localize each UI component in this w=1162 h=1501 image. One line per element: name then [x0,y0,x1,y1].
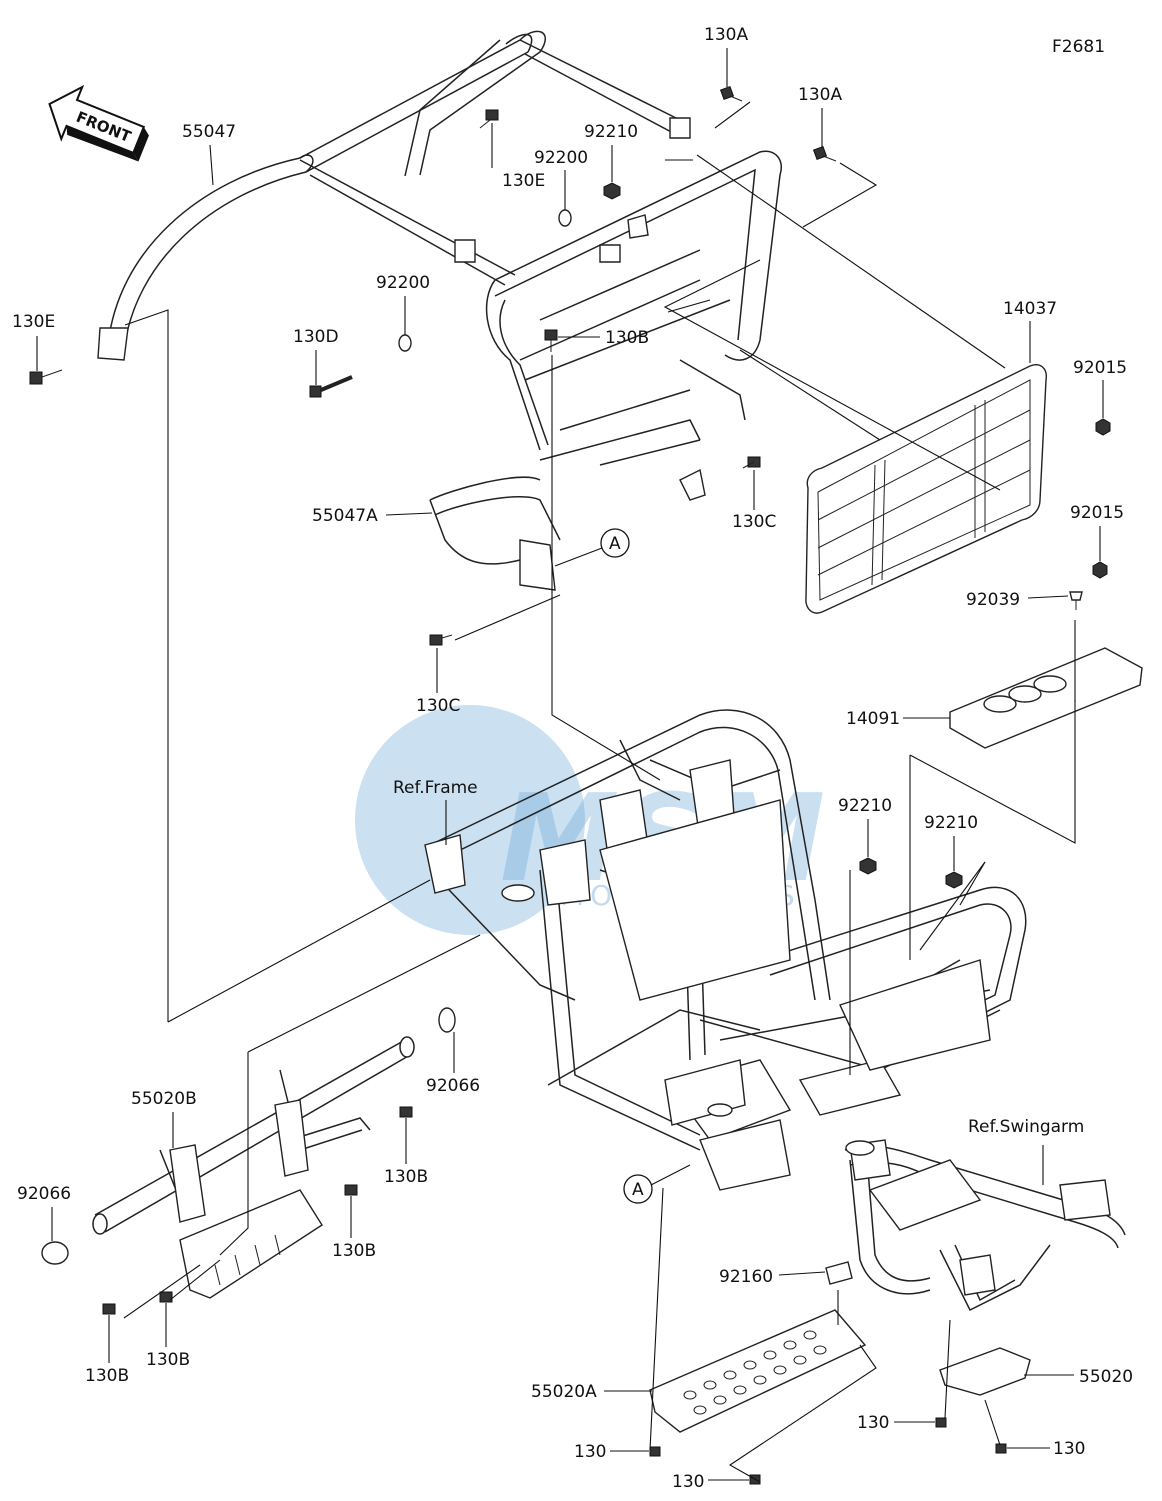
washer-92200-top-icon [558,209,572,227]
skid-plate-55020A [649,1309,867,1433]
swingarm [844,1139,1126,1312]
callout-a-bottom: A [623,1164,691,1204]
nut-92210-a-icon [859,857,877,875]
nut-92015-1-icon [1095,418,1111,436]
label-130-1: 130 [574,1442,606,1462]
label-92039: 92039 [966,590,1020,610]
bolt-130E-left-icon [29,369,63,385]
callout-a-bottom-label: A [632,1180,644,1200]
front-arrow-icon: FRONT [48,84,149,162]
plate-14091 [949,647,1143,749]
ref-frame-label: Ref.Frame [393,778,478,798]
bolt-130E-mid-icon [479,109,499,129]
label-92200-mid: 92200 [376,273,430,293]
bolt-130-1-icon [649,1446,661,1457]
cap-92066-top-icon [438,1007,456,1033]
bolt-130-4-icon [995,1443,1007,1454]
bolt-130B-top-icon [544,329,558,352]
nut-92015-2-icon [1092,561,1108,579]
label-130A-1: 130A [704,25,748,45]
front-bumper-55020B [92,1036,415,1299]
label-130C-left: 130C [416,696,460,716]
label-55047A: 55047A [312,506,378,526]
bolt-130A-1-icon [719,85,743,102]
bolt-130A-2-icon [812,145,837,162]
label-55020: 55020 [1079,1367,1133,1387]
ref-swingarm-label: Ref.Swingarm [968,1117,1084,1137]
label-130-2: 130 [672,1472,704,1492]
label-55020A: 55020A [531,1382,597,1402]
bolt-130B-4-icon [159,1291,173,1303]
callout-a-top: A [554,528,630,567]
label-130-4: 130 [1053,1439,1085,1459]
nut-92210-b-icon [945,871,963,889]
label-55047: 55047 [182,122,236,142]
nut-92210-top-icon [603,182,621,200]
label-92210-a: 92210 [838,796,892,816]
assembly-lines [123,101,1076,1483]
rack-14037 [805,364,1047,614]
callout-a-top-label: A [609,534,621,554]
roll-bar-55047 [97,30,691,361]
part-labels: 130A 130A 55047 92210 92200 130E 130E 92… [12,25,1133,1492]
washer-92200-mid-icon [398,334,412,352]
label-130B-4: 130B [146,1350,190,1370]
label-55020B: 55020B [131,1089,197,1109]
label-130E-mid: 130E [502,171,545,191]
label-130B-1: 130B [384,1167,428,1187]
label-92015-1: 92015 [1073,358,1127,378]
label-92066-top: 92066 [426,1076,480,1096]
bolt-130B-3-icon [102,1303,116,1315]
label-92015-2: 92015 [1070,503,1124,523]
clip-92039-icon [1069,591,1083,610]
label-92200-top: 92200 [534,148,588,168]
rear-bar-55047A [429,150,782,591]
bolt-130B-1-icon [399,1106,413,1118]
watermark-globe-icon [355,705,585,935]
bolt-130-3-icon [935,1417,947,1428]
label-130E-left: 130E [12,312,55,332]
bolt-130C-right-icon [742,456,761,469]
bolt-130C-left-icon [429,634,453,646]
label-92210-top: 92210 [584,122,638,142]
label-130A-2: 130A [798,85,842,105]
label-130B-2: 130B [332,1241,376,1261]
label-92160: 92160 [719,1267,773,1287]
skid-plate-55020 [939,1347,1031,1396]
label-14091: 14091 [846,709,900,729]
hardware [29,85,1111,1485]
label-130B-3: 130B [85,1366,129,1386]
bolt-130B-2-icon [344,1184,358,1196]
figure-code: F2681 [1052,37,1105,57]
cap-92066-left-icon [41,1241,69,1265]
label-130-3: 130 [857,1413,889,1433]
label-92066-left: 92066 [17,1184,71,1204]
bolt-130D-icon [309,375,353,398]
label-92210-b: 92210 [924,813,978,833]
label-130D: 130D [293,327,339,347]
pad-92160 [825,1261,853,1285]
label-130B-top: 130B [605,328,649,348]
label-14037: 14037 [1003,299,1057,319]
label-130C-right: 130C [732,512,776,532]
main-frame [424,709,1027,1191]
